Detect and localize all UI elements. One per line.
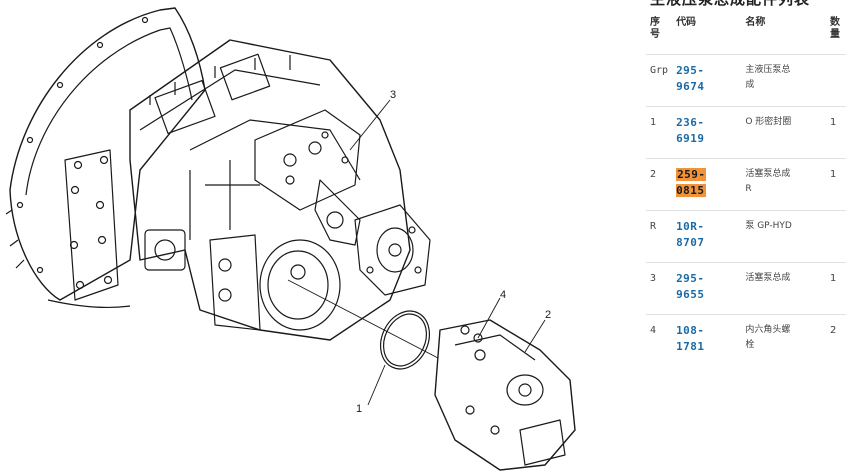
callout-4: 4 bbox=[500, 289, 506, 301]
part-code-line-2: 9655 bbox=[676, 288, 705, 301]
piston-pump-assembly bbox=[434, 319, 576, 471]
row-name: 活塞泵总成 bbox=[741, 262, 827, 315]
row-qty: 1 bbox=[826, 158, 846, 211]
row-qty: 1 bbox=[826, 262, 846, 315]
part-code-line-1: 295- bbox=[676, 64, 705, 77]
part-code-line-1: 259- bbox=[677, 168, 706, 181]
row-name: 泵 GP-HYD bbox=[741, 210, 827, 263]
row-code: 259- 0815 bbox=[672, 158, 742, 211]
row-code: 295- 9674 bbox=[672, 54, 742, 107]
part-name-line-2: R bbox=[745, 184, 752, 194]
regulator-assembly bbox=[354, 204, 431, 296]
row-qty: 2 bbox=[826, 314, 846, 366]
row-qty bbox=[826, 210, 846, 263]
callout-1: 1 bbox=[356, 403, 362, 415]
row-seq: Grp bbox=[646, 54, 673, 107]
table-row: 2 259- 0815 活塞泵总成 R 1 bbox=[646, 158, 846, 211]
part-code-line-2: 0815 bbox=[676, 184, 705, 197]
row-code: 295- 9655 bbox=[672, 262, 742, 315]
part-name-line-2: 成 bbox=[745, 80, 755, 90]
part-code-line-1: 10R- bbox=[676, 220, 705, 233]
row-name: 内六角头螺栓 bbox=[741, 314, 827, 366]
header-seq: 序号 bbox=[650, 17, 660, 40]
row-seq: 1 bbox=[646, 106, 673, 159]
part-code-link[interactable]: 295- 9655 bbox=[676, 272, 705, 301]
part-code-link[interactable]: 236- 6919 bbox=[676, 116, 705, 145]
row-seq: R bbox=[646, 210, 673, 263]
part-name-line-1: 主液压泵总 bbox=[745, 65, 791, 75]
o-ring-seal bbox=[380, 310, 430, 370]
leader-lines bbox=[287, 99, 546, 406]
part-name-line-2: 栓 bbox=[745, 340, 755, 350]
part-code-link[interactable]: 295- 9674 bbox=[676, 64, 705, 93]
header-name: 名称 bbox=[745, 17, 766, 28]
part-name-line-1: O 形密封圈 bbox=[745, 117, 792, 127]
row-seq: 3 bbox=[646, 262, 673, 315]
row-code: 10R- 8707 bbox=[672, 210, 742, 263]
part-code-line-1: 236- bbox=[676, 116, 705, 129]
panel-title: 主液压泵总成配件列表 bbox=[650, 0, 810, 9]
part-code-line-1: 295- bbox=[676, 272, 705, 285]
part-name-line-1: 泵 GP-HYD bbox=[745, 221, 792, 231]
valve-block bbox=[254, 109, 361, 246]
side-cover-plate bbox=[64, 149, 119, 301]
part-name-line-1: 活塞泵总成 bbox=[745, 273, 791, 283]
row-name: 活塞泵总成 R bbox=[741, 158, 827, 211]
part-code-line-2: 9674 bbox=[676, 80, 705, 93]
main-pump-body bbox=[129, 39, 411, 341]
callout-2: 2 bbox=[545, 309, 551, 321]
table-header-row: 序号 代码 名称 数量 bbox=[646, 14, 846, 55]
bell-housing bbox=[5, 7, 206, 309]
row-code: 108- 1781 bbox=[672, 314, 742, 366]
parts-list-panel: 主液压泵总成配件列表 序号 代码 名称 数量 Grp295-9674主液压泵总成… bbox=[646, 0, 846, 474]
part-name-line-1: 活塞泵总成 bbox=[745, 169, 791, 179]
callout-3: 3 bbox=[390, 89, 396, 101]
row-seq: 4 bbox=[646, 314, 673, 366]
part-name-line-1: 内六角头螺 bbox=[745, 325, 791, 335]
row-qty bbox=[826, 54, 846, 107]
part-code-link[interactable]: 259- 0815 bbox=[676, 168, 706, 197]
row-qty: 1 bbox=[826, 106, 846, 159]
part-code-link[interactable]: 108- 1781 bbox=[676, 324, 705, 353]
part-code-line-2: 8707 bbox=[676, 236, 705, 249]
part-code-link[interactable]: 10R- 8707 bbox=[676, 220, 705, 249]
header-qty: 数量 bbox=[830, 17, 841, 40]
header-code: 代码 bbox=[676, 17, 697, 28]
pump-front-port bbox=[209, 234, 341, 331]
part-code-line-1: 108- bbox=[676, 324, 705, 337]
row-name: 主液压泵总成 bbox=[741, 54, 827, 107]
row-seq: 2 bbox=[646, 158, 673, 211]
row-name: O 形密封圈 bbox=[741, 106, 827, 159]
part-code-line-2: 6919 bbox=[676, 132, 705, 145]
part-code-line-2: 1781 bbox=[676, 340, 705, 353]
row-code: 236- 6919 bbox=[672, 106, 742, 159]
exploded-parts-diagram: 1 2 3 4 bbox=[5, 7, 576, 471]
